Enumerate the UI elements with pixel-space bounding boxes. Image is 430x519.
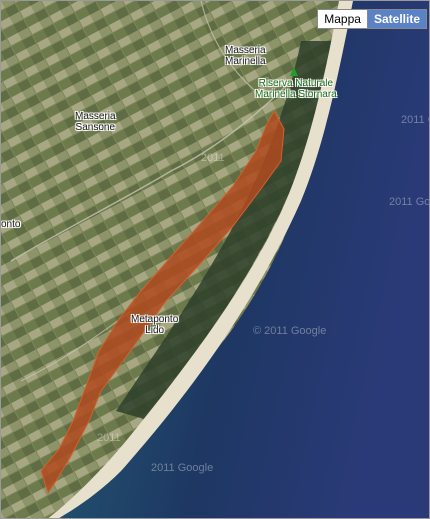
highlighted-area <box>40 109 285 495</box>
imagery-watermark: 2011 Google <box>401 114 429 126</box>
place-label-masseria-marinella: Masseria Marinella <box>225 45 266 67</box>
map-type-map-button[interactable]: Mappa <box>317 9 368 29</box>
place-label-masseria-sansone: Masseria Sansone <box>75 111 116 133</box>
place-label-metaponto: Metaponto Lido <box>131 314 179 336</box>
imagery-watermark: 2011 Google <box>151 462 214 474</box>
map-type-control: Mappa Satellite <box>317 9 427 29</box>
imagery-watermark: 2011 <box>201 152 225 164</box>
imagery-watermark: 2011 Google <box>389 196 430 208</box>
place-label-riserva[interactable]: Riserva Naturale Marinella Stornara <box>255 78 337 100</box>
imagery-watermark: © 2011 Google <box>253 325 327 337</box>
map-type-satellite-button[interactable]: Satellite <box>367 9 427 29</box>
place-label-edge: onto <box>1 219 21 230</box>
imagery-watermark: 2011 <box>97 432 121 444</box>
park-marker-icon[interactable] <box>290 67 298 76</box>
